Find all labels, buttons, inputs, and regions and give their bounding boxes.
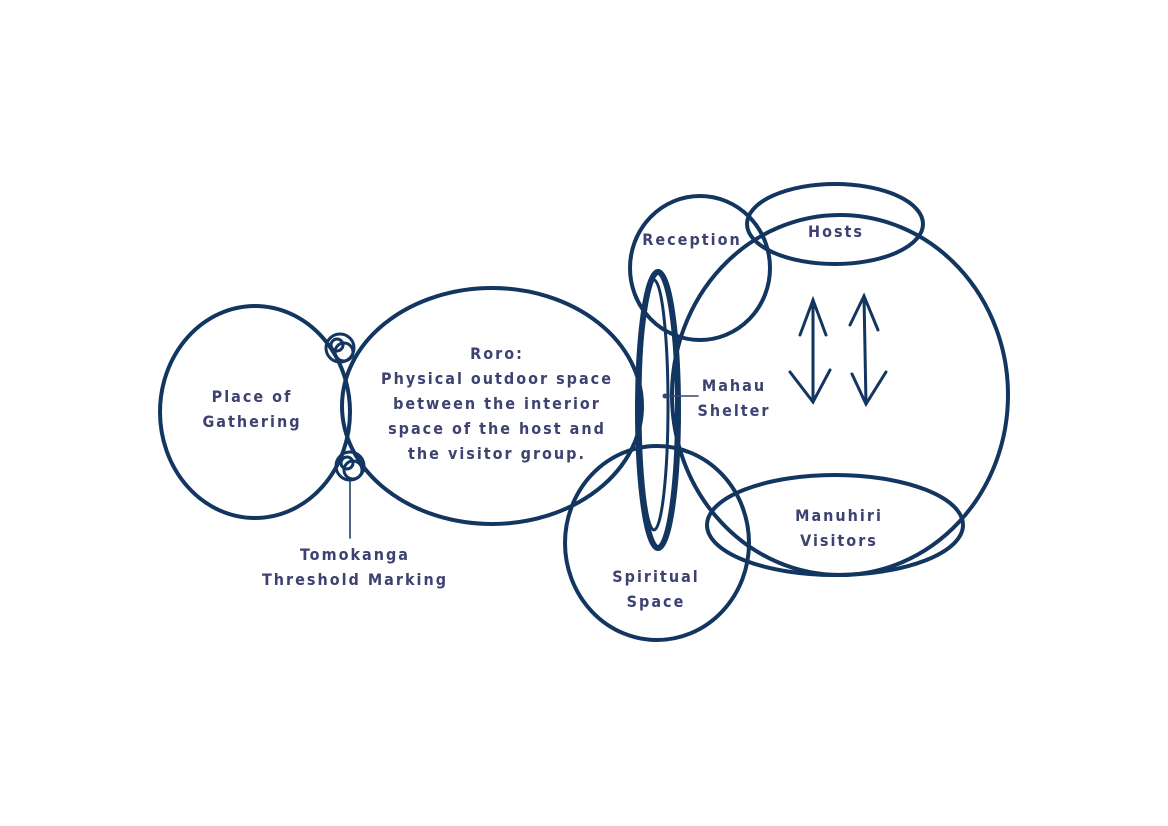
hosts-label: Hosts (808, 222, 864, 241)
roro-ellipse (340, 286, 644, 526)
mahau-ellipse-inner (638, 278, 670, 532)
spiritual-line: Spiritual (612, 567, 700, 586)
gathering-circle (158, 304, 352, 520)
tomokanga-label: Tomokanga Threshold Marking (262, 542, 448, 592)
roro-line: Physical outdoor space (381, 369, 613, 388)
tomokanga-knot-top (324, 332, 356, 364)
spiritual-line: Space (626, 592, 686, 611)
manuhiri-ellipse (705, 473, 965, 577)
manuhiri-line: Manuhiri (795, 506, 883, 525)
hosts-ellipse (745, 182, 925, 266)
gathering-line: Place of (211, 387, 293, 406)
gathering-line: Gathering (202, 412, 302, 431)
double-arrow-icon-left (788, 295, 832, 405)
roro-line: between the interior (393, 394, 601, 413)
roro-line: Roro: (470, 344, 524, 363)
roro-line: space of the host and (388, 419, 606, 438)
mahau-leader-dot (662, 393, 668, 399)
tomokanga-knot-bottom (334, 450, 366, 482)
manuhiri-label: Manuhiri Visitors (795, 503, 883, 553)
spiritual-circle (563, 444, 751, 642)
mahau-line: Shelter (697, 401, 771, 420)
mahau-line: Mahau (701, 376, 767, 395)
reception-circle (628, 194, 772, 342)
roro-line: the visitor group. (408, 444, 586, 463)
gathering-label: Place of Gathering (202, 384, 301, 434)
reception-label: Reception (642, 230, 742, 249)
spiritual-label: Spiritual Space (612, 564, 699, 614)
double-arrow-icon-right (848, 292, 888, 408)
mahau-ellipse (635, 269, 681, 551)
mahau-label: Mahau Shelter (697, 373, 770, 423)
tomokanga-line: Tomokanga (299, 545, 411, 564)
tomokanga-line: Threshold Marking (261, 570, 449, 589)
roro-label: Roro: Physical outdoor space between the… (381, 341, 613, 466)
manuhiri-line: Visitors (800, 531, 878, 550)
